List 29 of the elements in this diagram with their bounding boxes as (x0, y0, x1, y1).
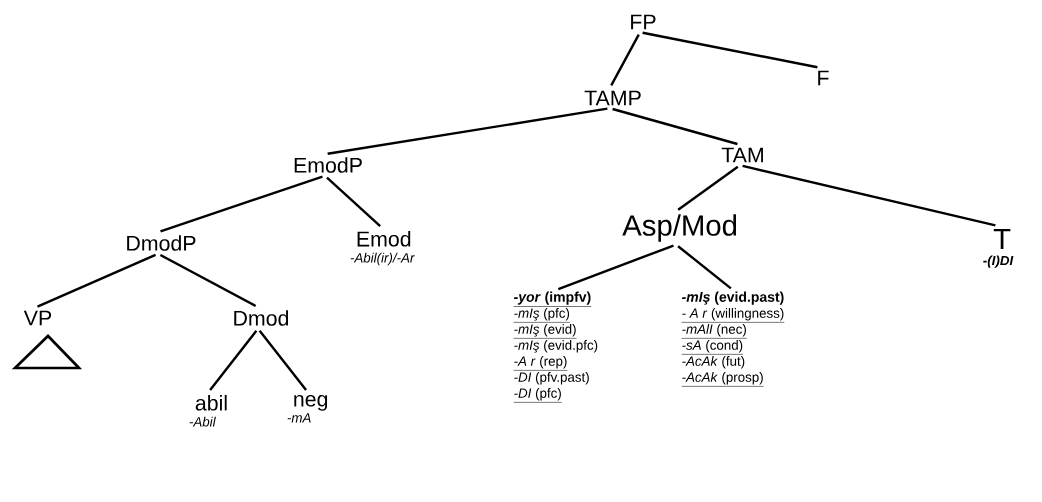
tree-label: F (818, 70, 829, 86)
tree-branch (612, 107, 738, 146)
tree-label: TAM (721, 147, 763, 163)
tree-label: TAMP (584, 90, 641, 106)
tree-branch (642, 31, 818, 69)
tree-label: Asp/Mod (622, 214, 737, 242)
tree-label: abil -Abil (189, 394, 227, 427)
tree-branch (610, 34, 640, 86)
tree-branch (327, 107, 608, 155)
tree-branch (677, 165, 739, 211)
tree-branch (326, 176, 381, 228)
tree-label: neg -mA (287, 394, 328, 423)
tree-branch (209, 330, 258, 391)
tree-label: T -(I)DI (983, 228, 1014, 268)
tree-label: DmodP (127, 235, 196, 251)
tree-branch (160, 175, 323, 233)
tree-branch (258, 330, 307, 391)
tree-branch (677, 245, 732, 290)
morpheme-list: -mIş (evid.past) - A r (willingness) -mAlI (nec) -sA (cond) -AcAk (fut) -AcAk (prosp) (681, 291, 785, 387)
tree-label: FP (631, 14, 656, 30)
tree-branch (159, 253, 257, 307)
tree-label: VP (23, 310, 52, 326)
tree-label: EmodP (294, 157, 362, 173)
tree-branch (36, 253, 157, 308)
tree-branch (557, 244, 674, 291)
tree-label: Emod -Abil(ir)/-Ar (350, 230, 415, 266)
tree-branch (742, 164, 996, 227)
tree-label: Dmod (234, 310, 289, 326)
morpheme-list: -yor (impfv) -mIş (pfc) -mIş (evid) -mIş (evid.pfc) -A r (rep) -DI (pfv.past) -DI (pfc) (513, 291, 598, 403)
